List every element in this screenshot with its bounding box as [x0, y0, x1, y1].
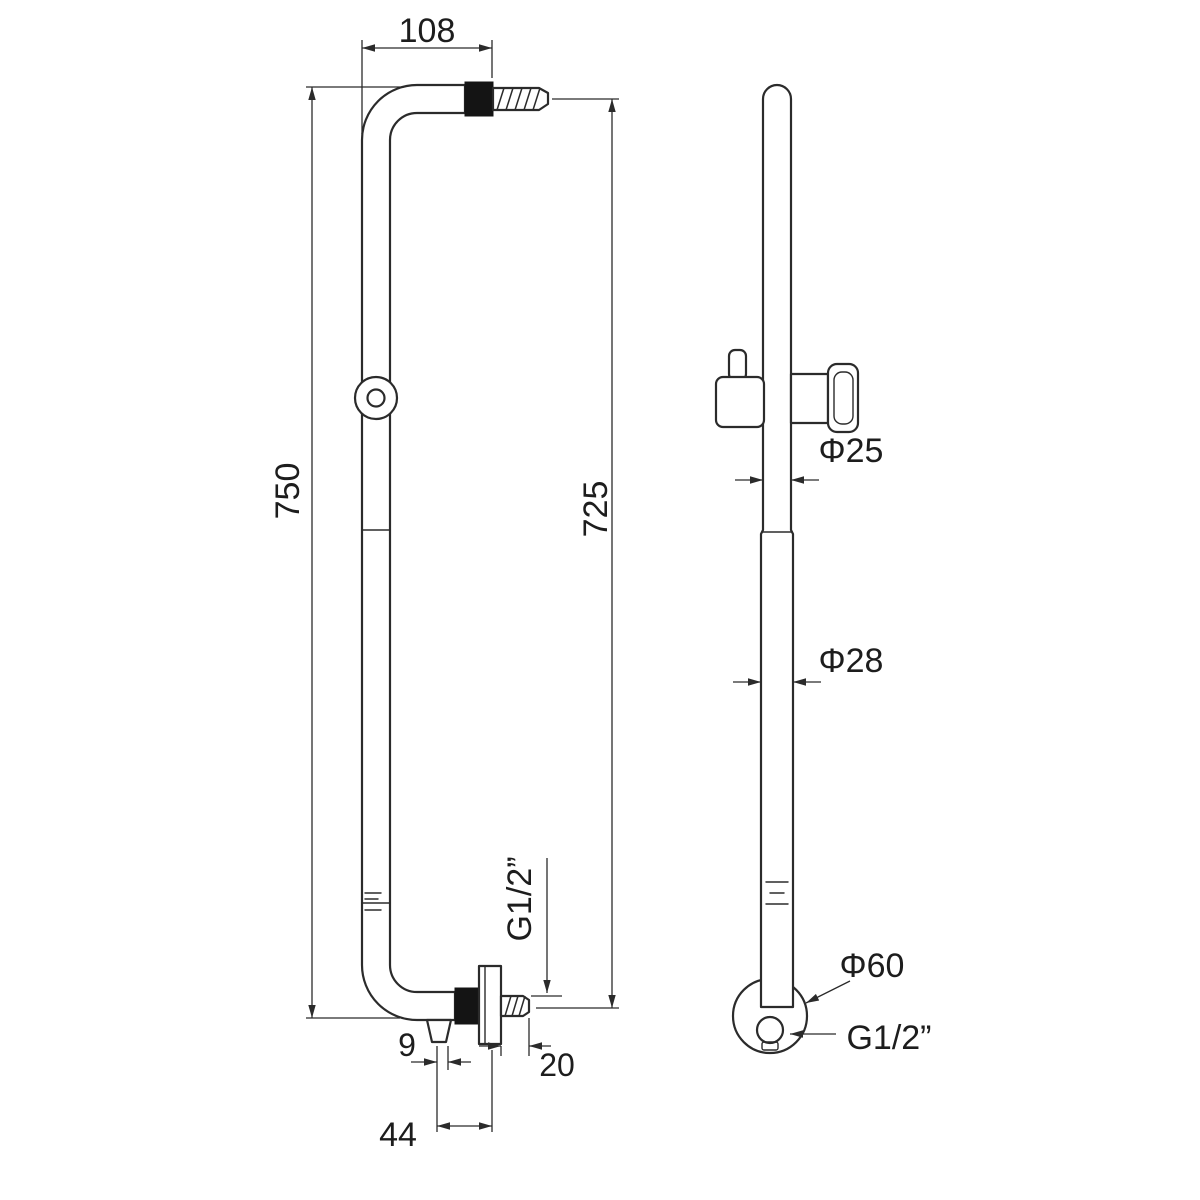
- wall-thread-hatch: [504, 995, 526, 1017]
- top-connector-block: [464, 81, 494, 117]
- slider-knob-front: [366, 388, 386, 408]
- front-view: 108 750 725 G1/2” 9 20 44: [269, 12, 619, 1154]
- flange-inner-stub: [761, 1041, 779, 1051]
- compression-nut: [425, 1018, 453, 1044]
- tube-marking-side: [765, 881, 789, 905]
- handset-holder-neck: [789, 372, 830, 425]
- slider-lock-knob: [727, 348, 748, 382]
- rail-side-outline: [759, 83, 795, 1009]
- dim-offset-nut-label: 9: [398, 1027, 416, 1063]
- side-view: Φ25 Φ28 Φ60 G1/2”: [714, 83, 932, 1057]
- dim-diameter-lower-label: Φ28: [819, 642, 884, 680]
- dim-diameter-flange-label: Φ60: [840, 947, 905, 985]
- handset-holder-cup: [826, 362, 860, 434]
- flange-inner-nut: [755, 1015, 785, 1045]
- rail-front-outline: [360, 83, 467, 1022]
- dim-height-rail-label: 725: [577, 481, 615, 538]
- wall-block: [454, 987, 480, 1025]
- dim-wall-offset-label: 44: [379, 1116, 417, 1154]
- dim-width-top-label: 108: [399, 12, 456, 50]
- top-thread-hatch: [496, 87, 541, 111]
- dim-height-overall-label: 750: [269, 463, 307, 520]
- tube-marking: [364, 892, 382, 911]
- thread-side-label: G1/2”: [846, 1019, 931, 1057]
- slider-bracket: [714, 375, 766, 429]
- handset-holder-cup-inner: [833, 371, 854, 425]
- wall-flange-side: [477, 964, 503, 1046]
- leader-d60: [805, 980, 851, 1004]
- dim-diameter-upper-label: Φ25: [819, 432, 884, 470]
- thread-top-label: G1/2”: [501, 856, 539, 941]
- dim-thread-length-label: 20: [539, 1047, 575, 1083]
